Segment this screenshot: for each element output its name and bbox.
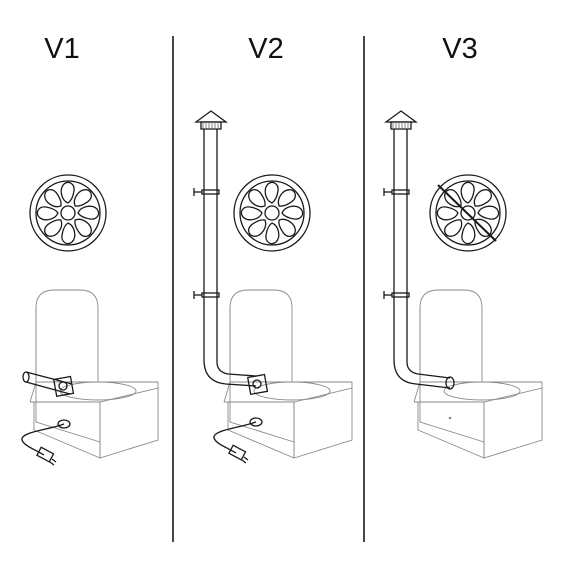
- variant-v2: [193, 110, 353, 464]
- chimney-cap-icon: [194, 110, 228, 130]
- toilet-box-icon: [223, 289, 353, 459]
- fan-icon: [429, 174, 507, 252]
- fan-unit-icon: [246, 373, 269, 396]
- variant-label-v2: V2: [248, 33, 283, 65]
- power-plug-icon: [21, 419, 71, 466]
- toilet-box-icon: [29, 289, 159, 459]
- vent-stub: [22, 371, 73, 395]
- chimney-cap-icon: [384, 110, 418, 130]
- fan-icon: [29, 174, 107, 252]
- fan-icon: [233, 174, 311, 252]
- power-plug-icon: [213, 417, 263, 464]
- ventilation-pipe-icon: [193, 129, 257, 387]
- variant-label-v3: V3: [442, 33, 477, 65]
- fan-unit-icon: [52, 375, 75, 398]
- variant-label-v1: V1: [44, 33, 79, 65]
- variant-v1: [21, 174, 159, 466]
- crossed-out-line: [437, 184, 497, 242]
- small-hole: [448, 416, 452, 420]
- ventilation-pipe-icon: [383, 129, 455, 390]
- variant-v3: [383, 110, 543, 459]
- toilet-box-icon: [413, 289, 543, 459]
